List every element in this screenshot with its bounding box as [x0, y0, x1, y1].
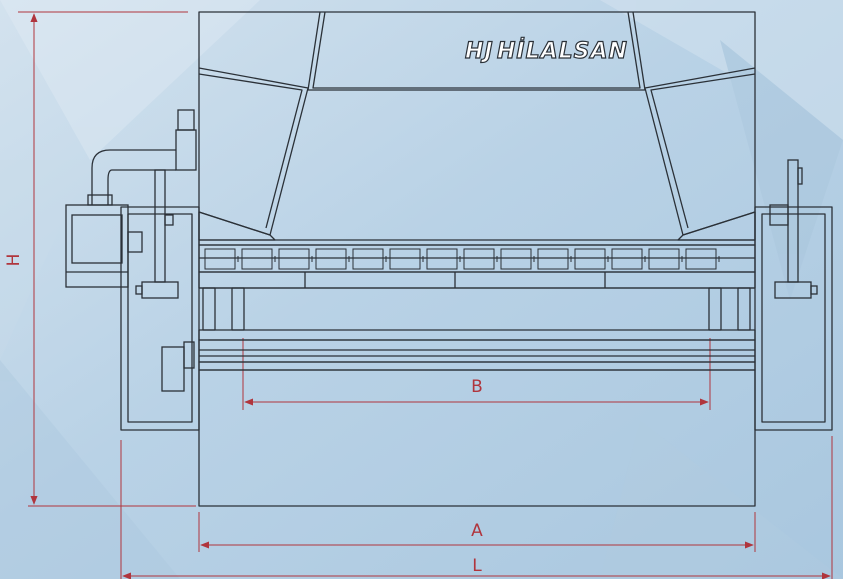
height-label: H	[4, 254, 24, 267]
clamp-segment	[463, 248, 495, 270]
right-side-frame	[754, 206, 833, 431]
foot-pedal-icon	[161, 341, 195, 392]
brand-logo: HJ HİLALSAN	[464, 37, 628, 64]
clamp-segment	[352, 248, 384, 270]
clamp-segment	[685, 248, 717, 270]
right-backgauge-handle	[769, 159, 818, 299]
clamp-segment	[611, 248, 643, 270]
brand-mark: HJ	[465, 39, 494, 64]
bed-label: B	[471, 377, 483, 397]
length-label: L	[472, 556, 482, 576]
press-brake-machine	[120, 206, 833, 507]
clamp-segment	[315, 248, 347, 270]
clamp-segment	[500, 248, 532, 270]
upper-housing	[198, 11, 756, 246]
clamp-segment	[537, 248, 569, 270]
clamp-segment	[648, 248, 680, 270]
clamp-segment	[426, 248, 458, 270]
brand-name: HİLALSAN	[497, 38, 628, 64]
dimension-lines	[18, 11, 833, 579]
clamp-segments	[204, 248, 720, 270]
clamp-segment	[241, 248, 273, 270]
clamp-segment	[389, 248, 421, 270]
clamp-segment	[204, 248, 236, 270]
left-side-frame	[120, 206, 200, 431]
clamp-segment	[278, 248, 310, 270]
width-label: A	[471, 521, 483, 541]
clamp-segment	[574, 248, 606, 270]
